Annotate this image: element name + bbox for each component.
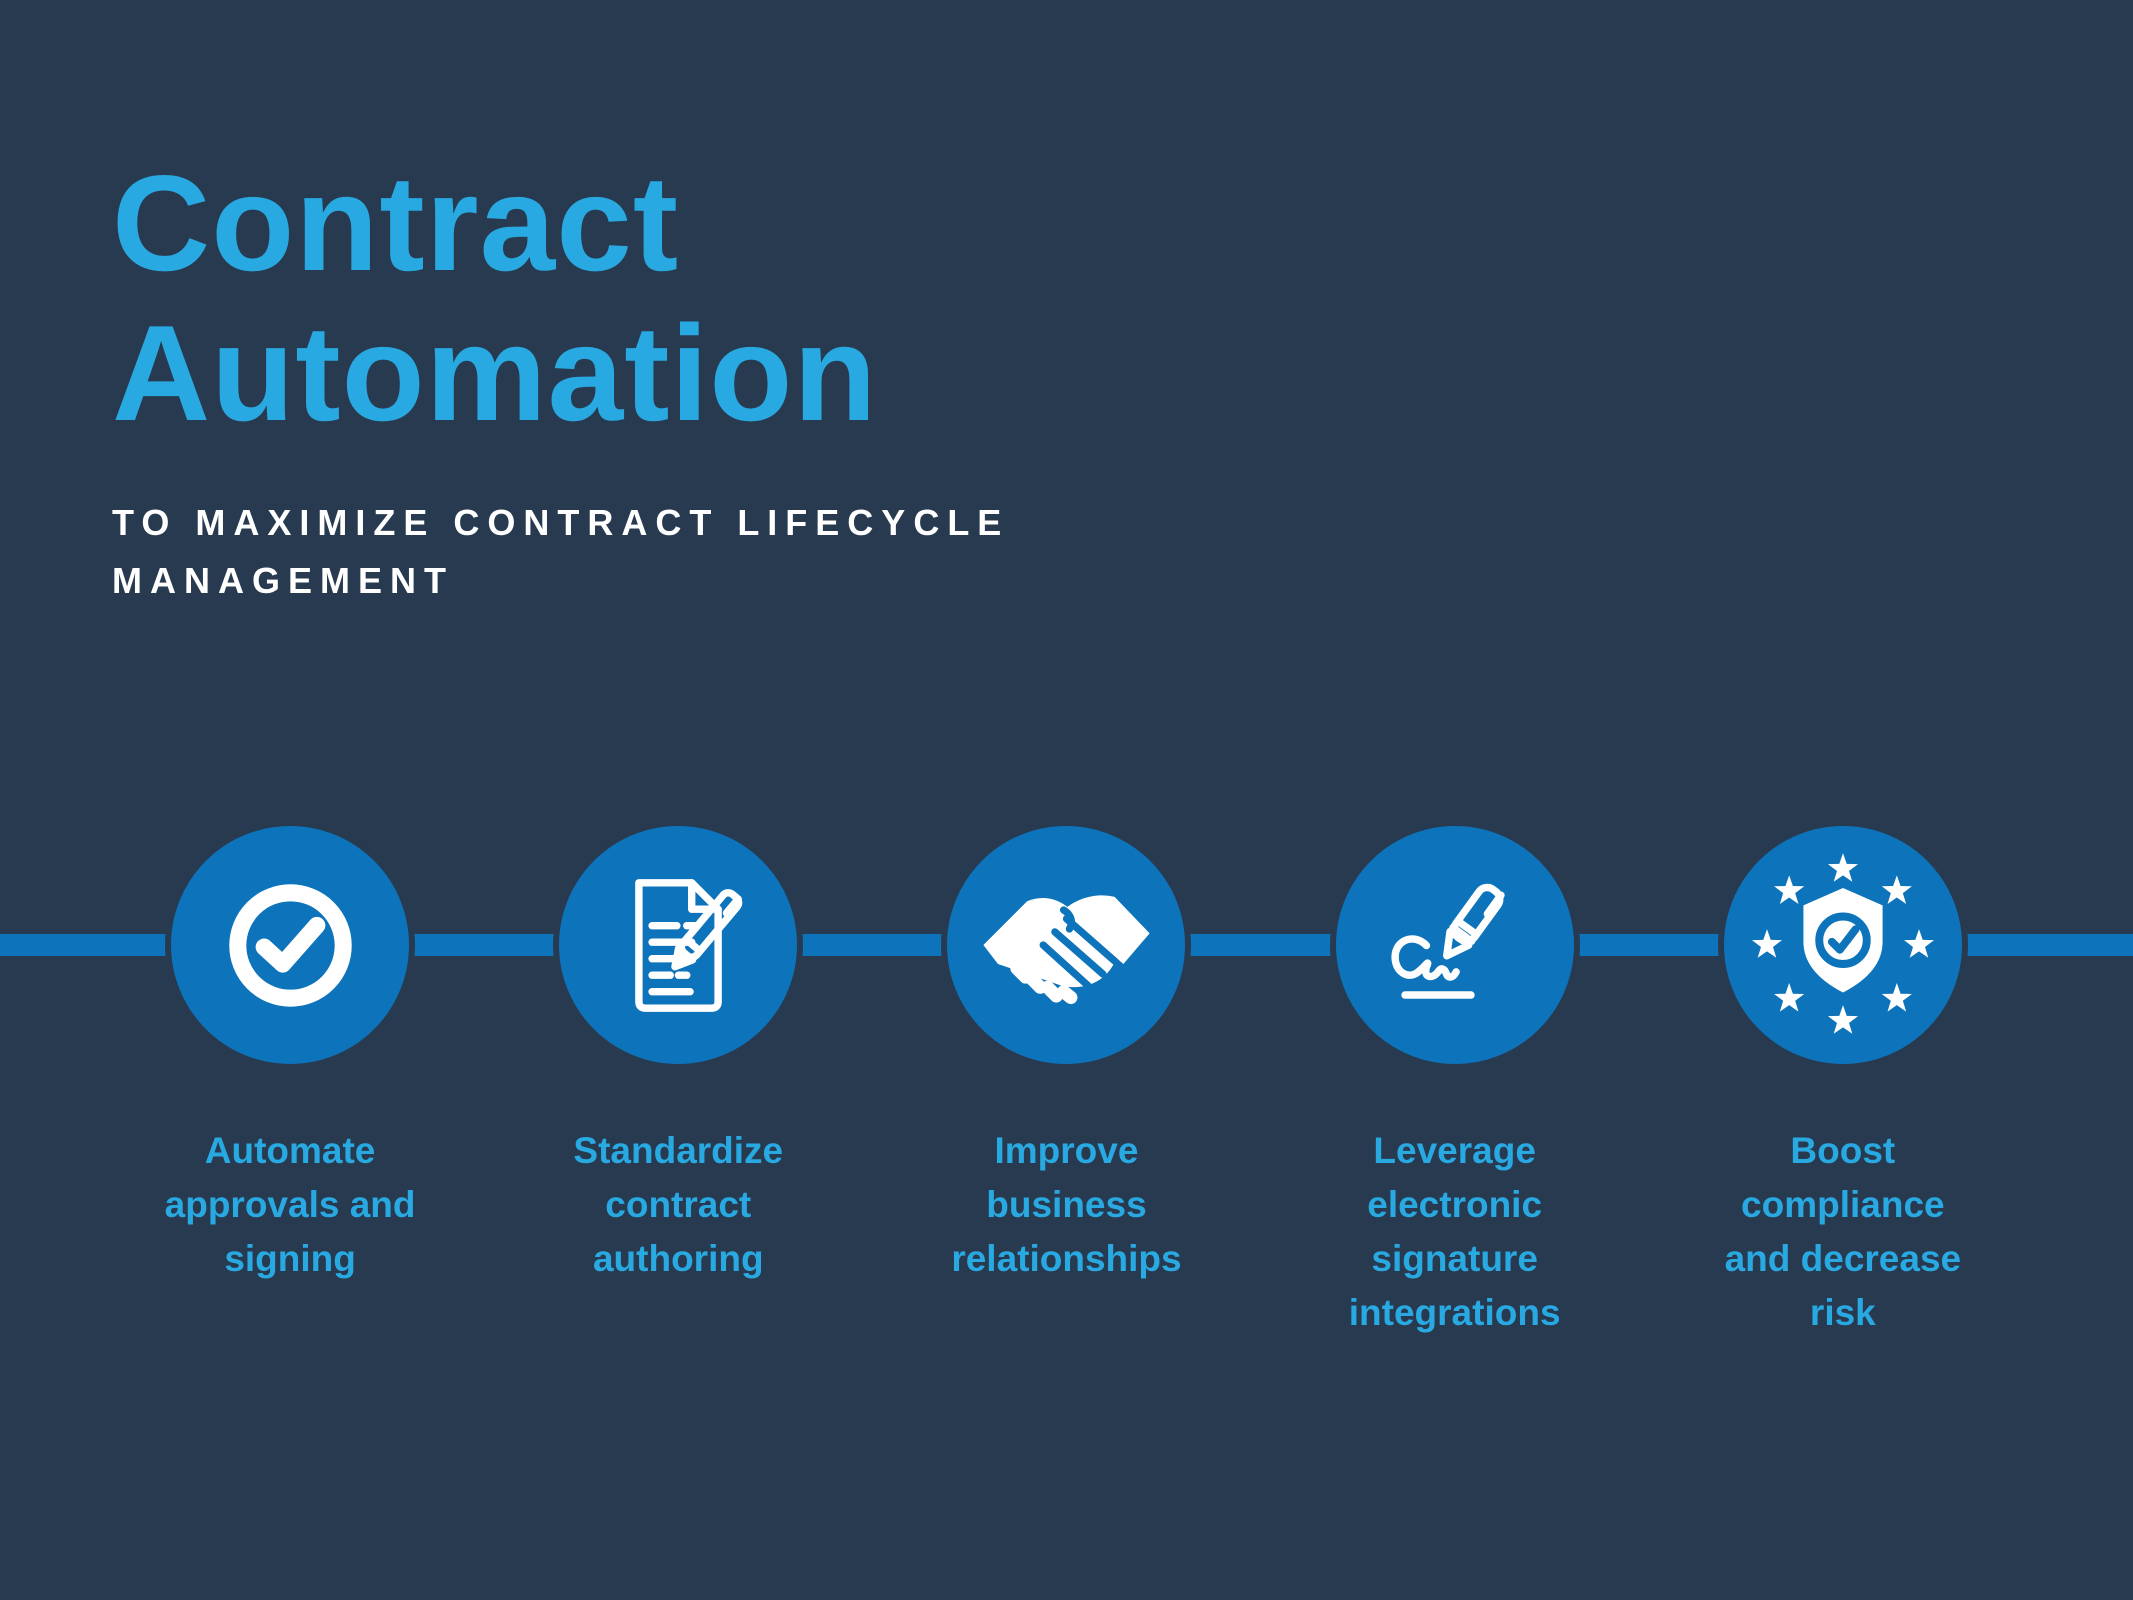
signature-pen-icon (1329, 820, 1580, 1070)
shield-stars-icon (1717, 820, 1968, 1070)
page-title-line-2: Automation (112, 297, 878, 449)
header: Contract Automation TO MAXIMIZE CONTRACT… (112, 148, 1009, 610)
check-circle-icon (165, 820, 416, 1070)
page-title: Contract Automation (112, 148, 1009, 448)
page-subtitle-line-2: MANAGEMENT (112, 560, 454, 601)
contract-document-pen-icon (553, 820, 804, 1070)
page-subtitle: TO MAXIMIZE CONTRACT LIFECYCLE MANAGEMEN… (112, 494, 1009, 610)
handshake-icon (941, 820, 1192, 1070)
page-subtitle-line-1: TO MAXIMIZE CONTRACT LIFECYCLE (112, 502, 1010, 543)
page-title-line-1: Contract (112, 147, 680, 299)
